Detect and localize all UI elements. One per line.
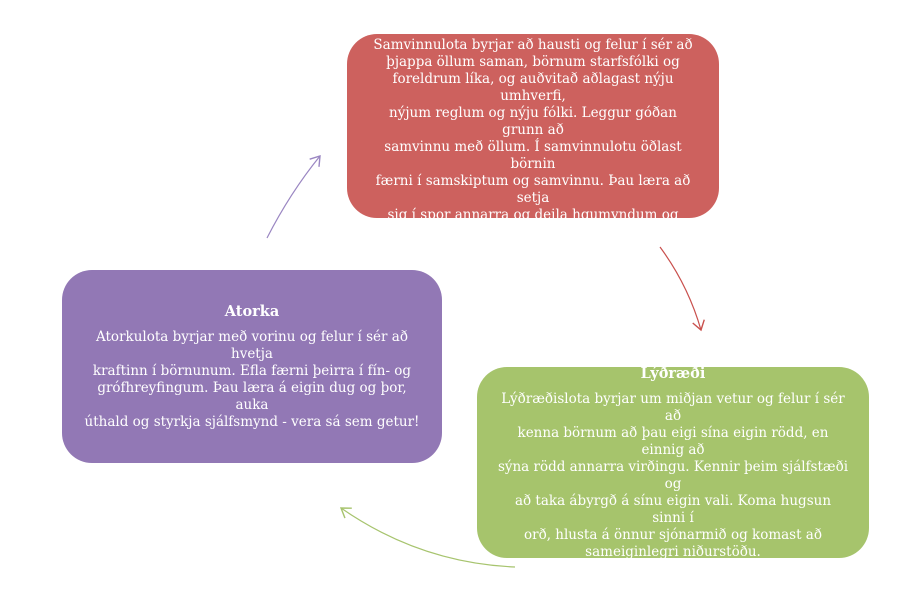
samvinna-line: þjappa öllum saman, börnum starfsfólki o… — [386, 54, 680, 70]
atorka-line: úthald og styrkja sjálfsmynd - vera sá s… — [84, 413, 420, 430]
samvinna-description: Samvinnulota byrjar að hausti og felur í… — [367, 37, 699, 241]
samvinna-line: foreldrum líka, og auðvitað aðlagast nýj… — [392, 71, 674, 104]
atorka-description: Atorkulota byrjar með vorinu og felur í … — [82, 329, 422, 431]
atorka-line: grófhreyfingum. Þau læra á eigin dug og … — [97, 379, 407, 413]
arrow-atorka-to-samvinna — [266, 155, 321, 239]
samvinna-line: færni í samskiptum og samvinnu. Þau læra… — [375, 173, 691, 206]
lydraedi-node: Lýðræði Lýðræðislota byrjar um miðjan ve… — [477, 364, 869, 561]
atorka-line: Atorkulota byrjar með vorinu og felur í … — [96, 328, 408, 362]
lydraedi-line: kenna börnum að þau eigi sína eigin rödd… — [517, 424, 829, 458]
arrow-samvinna-to-lydraedi — [659, 246, 705, 332]
lydraedi-line: sameiginlegri niðurstöðu. — [585, 543, 761, 560]
arrow-lydraedi-to-atorka — [339, 507, 516, 568]
lydraedi-line: orð, hlusta á önnur sjónarmið og komast … — [523, 526, 822, 543]
samvinna-line: nýjum reglum og nýju fólki. Leggur góðan… — [389, 105, 677, 138]
lydraedi-line: Lýðræðislota byrjar um miðjan vetur og f… — [501, 390, 845, 424]
samvinna-line: samvinnu með öllum. Í samvinnulotu öðlas… — [384, 139, 682, 172]
lydraedi-line: sýna rödd annarra virðingu. Kennir þeim … — [497, 458, 849, 492]
samvinna-title: Samvinna — [493, 11, 573, 28]
atorka-node: Atorka Atorkulota byrjar með vorinu og f… — [62, 270, 442, 463]
samvinna-line: Samvinnulota byrjar að hausti og felur í… — [373, 37, 693, 53]
atorka-title: Atorka — [224, 302, 280, 320]
samvinna-line: sig í spor annarra og deila hgumyndum og… — [387, 207, 679, 240]
lydraedi-description: Lýðræðislota byrjar um miðjan vetur og f… — [497, 391, 849, 561]
lydraedi-line: að taka ábyrgð á sínu eigin vali. Koma h… — [514, 492, 832, 526]
samvinna-node: Samvinna Samvinnulota byrjar að hausti o… — [347, 11, 719, 240]
atorka-line: kraftinn í börnunum. Efla færni þeirra í… — [92, 362, 412, 379]
lydraedi-title: Lýðræði — [640, 364, 706, 382]
